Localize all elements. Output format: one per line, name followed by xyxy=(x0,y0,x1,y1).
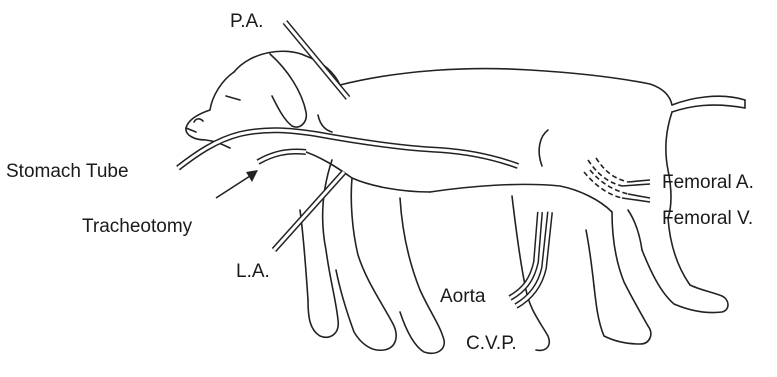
la-catheter xyxy=(274,172,344,250)
label-tracheotomy: Tracheotomy xyxy=(82,216,193,237)
tracheotomy-tube xyxy=(258,151,306,162)
tracheotomy-arrow xyxy=(216,170,258,198)
label-pa: P.A. xyxy=(230,11,263,32)
pa-catheter xyxy=(285,22,348,98)
label-la: L.A. xyxy=(236,261,270,282)
label-stomach-tube: Stomach Tube xyxy=(6,161,129,182)
dog-outline xyxy=(186,51,745,353)
stomach-tube xyxy=(178,130,518,168)
femoral-catheters xyxy=(584,158,650,202)
label-femoral-v: Femoral V. xyxy=(662,208,753,229)
label-aorta: Aorta xyxy=(440,286,486,307)
label-cvp: C.V.P. xyxy=(466,333,517,354)
label-femoral-a: Femoral A. xyxy=(662,172,754,193)
